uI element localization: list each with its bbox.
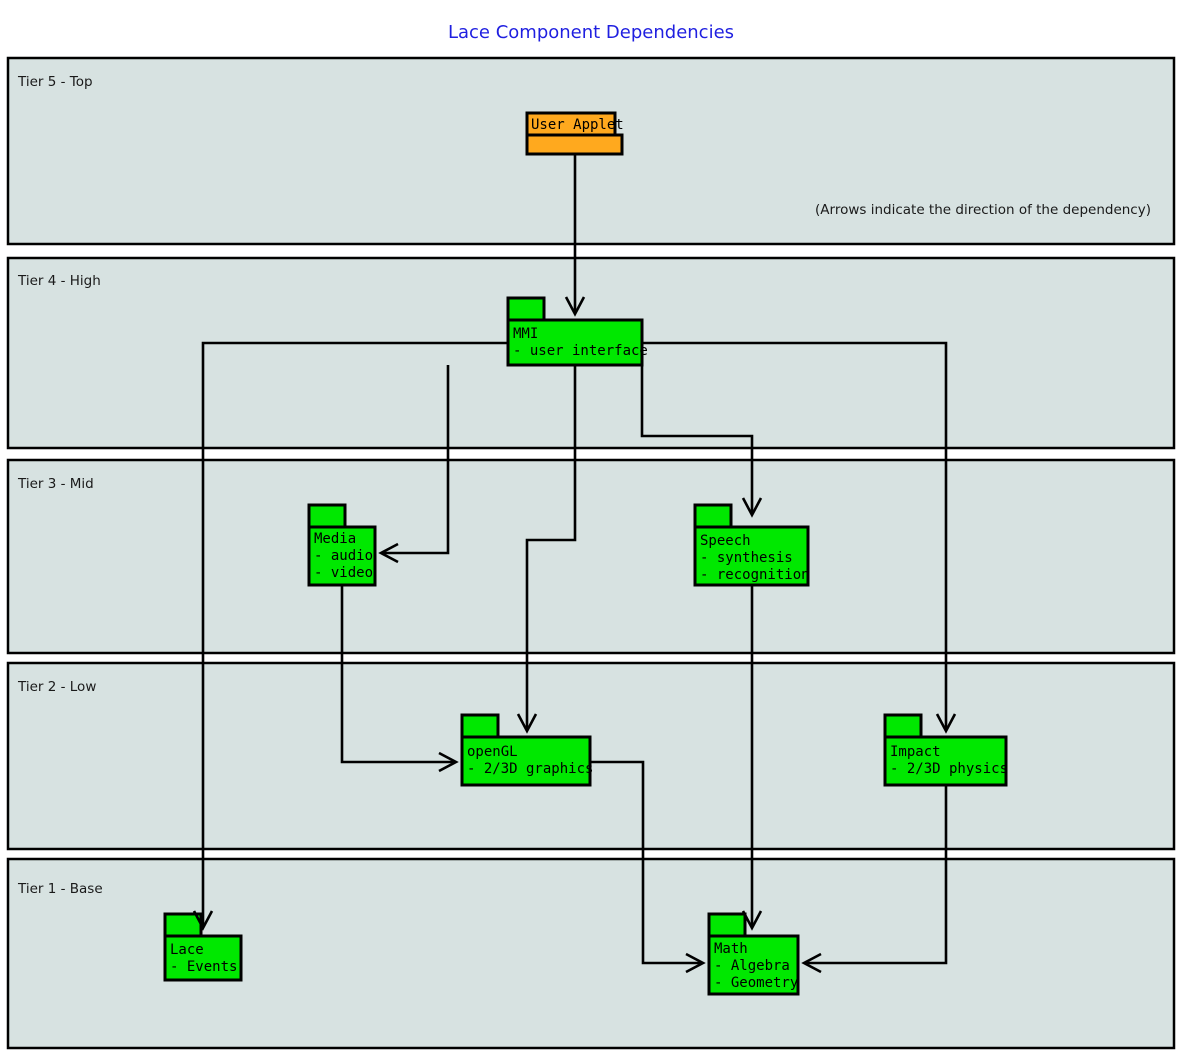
package-name-label: Speech: [700, 533, 751, 549]
package-detail-label: - user interface: [513, 343, 648, 359]
package-name-label: Math: [714, 941, 748, 957]
package-tab: [506, 296, 546, 322]
package-tab: [693, 503, 733, 529]
package-name-label: Impact: [890, 744, 941, 760]
dependency-mmi-to-opengl: [525, 365, 577, 731]
package-math[interactable]: Math- Algebra- Geometry: [707, 912, 800, 996]
dependency-arrowhead: [801, 952, 822, 974]
package-detail-label: - Events: [170, 959, 237, 975]
dependency-arrowhead: [438, 751, 459, 773]
dependency-mmi-to-media: [381, 365, 450, 555]
tier-rect-tier3: [6, 458, 1176, 655]
package-body: [460, 735, 592, 787]
package-tab: [707, 912, 747, 938]
package-name-label: openGL: [467, 744, 518, 760]
dependency-mmi-to-speech: [640, 365, 754, 515]
package-user-applet[interactable]: User Applet: [525, 111, 624, 156]
dependency-opengl-to-math: [590, 760, 703, 965]
arrow-direction-note: (Arrows indicate the direction of the de…: [815, 202, 1151, 218]
package-detail-label: - recognition: [700, 567, 810, 583]
package-body: [707, 934, 800, 996]
tier-label-tier1: Tier 1 - Base: [17, 881, 103, 897]
dependency-arrowhead: [741, 910, 763, 931]
package-name-label: MMI: [513, 326, 538, 342]
dependency-line: [381, 365, 450, 555]
package-name-label: Lace: [170, 942, 204, 958]
diagram-title: Lace Component Dependencies: [448, 22, 734, 43]
package-tab: [883, 713, 923, 739]
dependency-arrowhead: [192, 910, 214, 931]
package-media[interactable]: Media- audio- video: [307, 503, 377, 587]
package-detail-label: - audio: [314, 548, 373, 564]
dependency-arrowhead: [935, 713, 957, 734]
tier-label-tier4: Tier 4 - High: [17, 273, 101, 289]
package-name-label: User Applet: [531, 117, 624, 133]
tier-label-tier3: Tier 3 - Mid: [17, 476, 94, 492]
package-body: [307, 525, 377, 587]
package-detail-label: - Algebra: [714, 958, 790, 974]
dependency-media-to-opengl: [340, 585, 456, 764]
dependency-line: [642, 341, 948, 731]
package-opengl[interactable]: openGL- 2/3D graphics: [460, 713, 593, 787]
tier-label-tier2: Tier 2 - Low: [17, 679, 96, 695]
dependency-mmi-to-impact: [642, 341, 948, 731]
dependency-line: [590, 760, 703, 965]
package-detail-label: - Geometry: [714, 975, 798, 991]
dependency-line: [201, 341, 508, 928]
package-detail-label: - 2/3D graphics: [467, 761, 593, 777]
dependency-line: [340, 585, 456, 764]
package-impact[interactable]: Impact- 2/3D physics: [883, 713, 1008, 787]
package-detail-label: - synthesis: [700, 550, 793, 566]
dependency-arrowhead: [564, 296, 586, 317]
dependency-arrowhead: [378, 542, 399, 564]
dependency-impact-to-math: [804, 785, 948, 965]
dependency-arrowhead: [741, 497, 763, 518]
package-detail-label: - 2/3D physics: [890, 761, 1008, 777]
package-detail-label: - video: [314, 565, 373, 581]
package-body: [506, 318, 644, 367]
package-body: [525, 133, 624, 156]
dependency-line: [804, 785, 948, 965]
arrowhead-layer: [192, 296, 957, 974]
package-speech[interactable]: Speech- synthesis- recognition: [693, 503, 810, 587]
package-body: [163, 934, 243, 982]
dependency-arrowhead: [516, 713, 538, 734]
package-tab: [460, 713, 500, 739]
package-tab: [163, 912, 203, 938]
dependency-line: [640, 365, 754, 515]
dependency-line: [525, 365, 577, 731]
dependency-mmi-to-lace: [201, 341, 508, 928]
package-body: [693, 525, 810, 587]
package-lace[interactable]: Lace- Events: [163, 912, 243, 982]
tier-band-tier3: Tier 3 - Mid: [6, 458, 1176, 655]
dependency-connector-layer: [201, 154, 948, 965]
tier-label-tier5: Tier 5 - Top: [17, 74, 93, 90]
dependency-arrowhead: [685, 952, 706, 974]
package-name-label: Media: [314, 531, 356, 547]
package-tab: [307, 503, 347, 529]
package-mmi[interactable]: MMI- user interface: [506, 296, 648, 367]
package-body: [883, 735, 1008, 787]
